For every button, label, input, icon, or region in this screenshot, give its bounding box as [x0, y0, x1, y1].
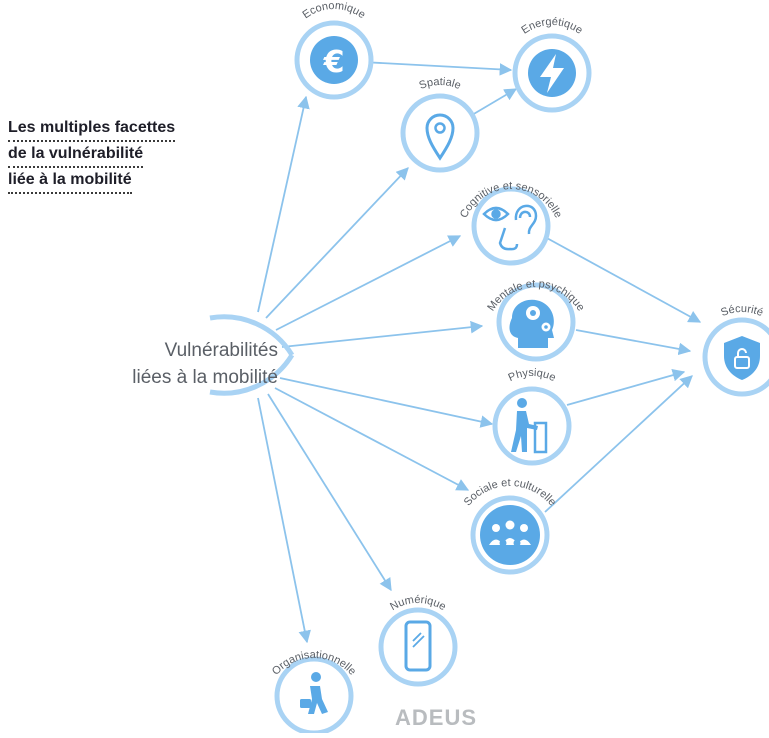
- diagram-title: Les multiples facettes de la vulnérabili…: [8, 116, 248, 194]
- svg-text:Sécurité: Sécurité: [719, 303, 765, 319]
- center-hub: [209, 314, 295, 396]
- eye-ear-nose-icon: [482, 204, 538, 251]
- svg-text:Economique: Economique: [301, 0, 368, 21]
- arrow-to-numerique: [267, 393, 392, 592]
- group-people-icon: [489, 520, 531, 547]
- arrow-cognitive-securite: [544, 236, 702, 323]
- svg-text:Spatiale: Spatiale: [418, 76, 463, 92]
- location-pin-icon: [425, 113, 455, 161]
- label-securite: Sécurité: [719, 303, 765, 319]
- adeus-logo: ADEUS: [395, 705, 478, 730]
- arrow-mentale-securite: [575, 329, 692, 356]
- title-line-1: Les multiples facettes: [8, 116, 176, 142]
- node-numerique: Numérique: [378, 594, 458, 687]
- node-spatiale: Spatiale: [400, 76, 480, 173]
- head-gears-icon: [509, 299, 554, 348]
- title-line-2: de la vulnérabilité: [8, 142, 144, 168]
- node-organisationnelle: [274, 656, 354, 736]
- node-sociale: [470, 495, 550, 575]
- label-physique: Physique: [507, 367, 558, 384]
- label-economique: Economique: [301, 0, 368, 21]
- arrow-spatiale-energetique: [471, 88, 518, 116]
- title-line-3: liée à la mobilité: [8, 168, 132, 194]
- label-spatiale: Spatiale: [418, 76, 463, 92]
- arrow-to-cognitive: [275, 235, 462, 331]
- center-label: Vulnérabilités liées à la mobilité: [118, 337, 278, 391]
- node-mentale: [496, 282, 576, 362]
- lightning-icon: [540, 54, 564, 93]
- arrow-physique-securite: [566, 369, 686, 406]
- arrow-to-spatiale: [265, 167, 409, 319]
- center-label-line-1: Vulnérabilités: [164, 340, 278, 361]
- arrow-to-organisationnelle: [257, 397, 311, 644]
- node-energetique: Energétique: [512, 16, 592, 113]
- walking-person-briefcase-icon: [300, 672, 328, 714]
- node-physique: Physique: [492, 367, 572, 466]
- arrow-economique-energetique: [361, 61, 513, 76]
- svg-text:Numérique: Numérique: [388, 594, 448, 613]
- arrow-sociale-securite: [544, 375, 693, 513]
- node-economique: € Economique: [294, 0, 374, 100]
- smartphone-icon: [404, 620, 432, 672]
- arrow-to-economique: [257, 95, 310, 313]
- svg-text:Physique: Physique: [507, 367, 558, 384]
- arrow-to-physique: [279, 377, 494, 428]
- label-numerique: Numérique: [388, 594, 448, 613]
- walker-person-icon: [511, 398, 548, 454]
- node-cognitive: [471, 186, 551, 266]
- arrow-to-sociale: [274, 387, 470, 491]
- arrow-to-mentale: [281, 320, 484, 348]
- center-label-line-2: liées à la mobilité: [132, 367, 278, 388]
- connector-lines: [257, 61, 702, 644]
- node-securite: Sécurité: [702, 303, 769, 397]
- euro-icon: €: [323, 45, 345, 80]
